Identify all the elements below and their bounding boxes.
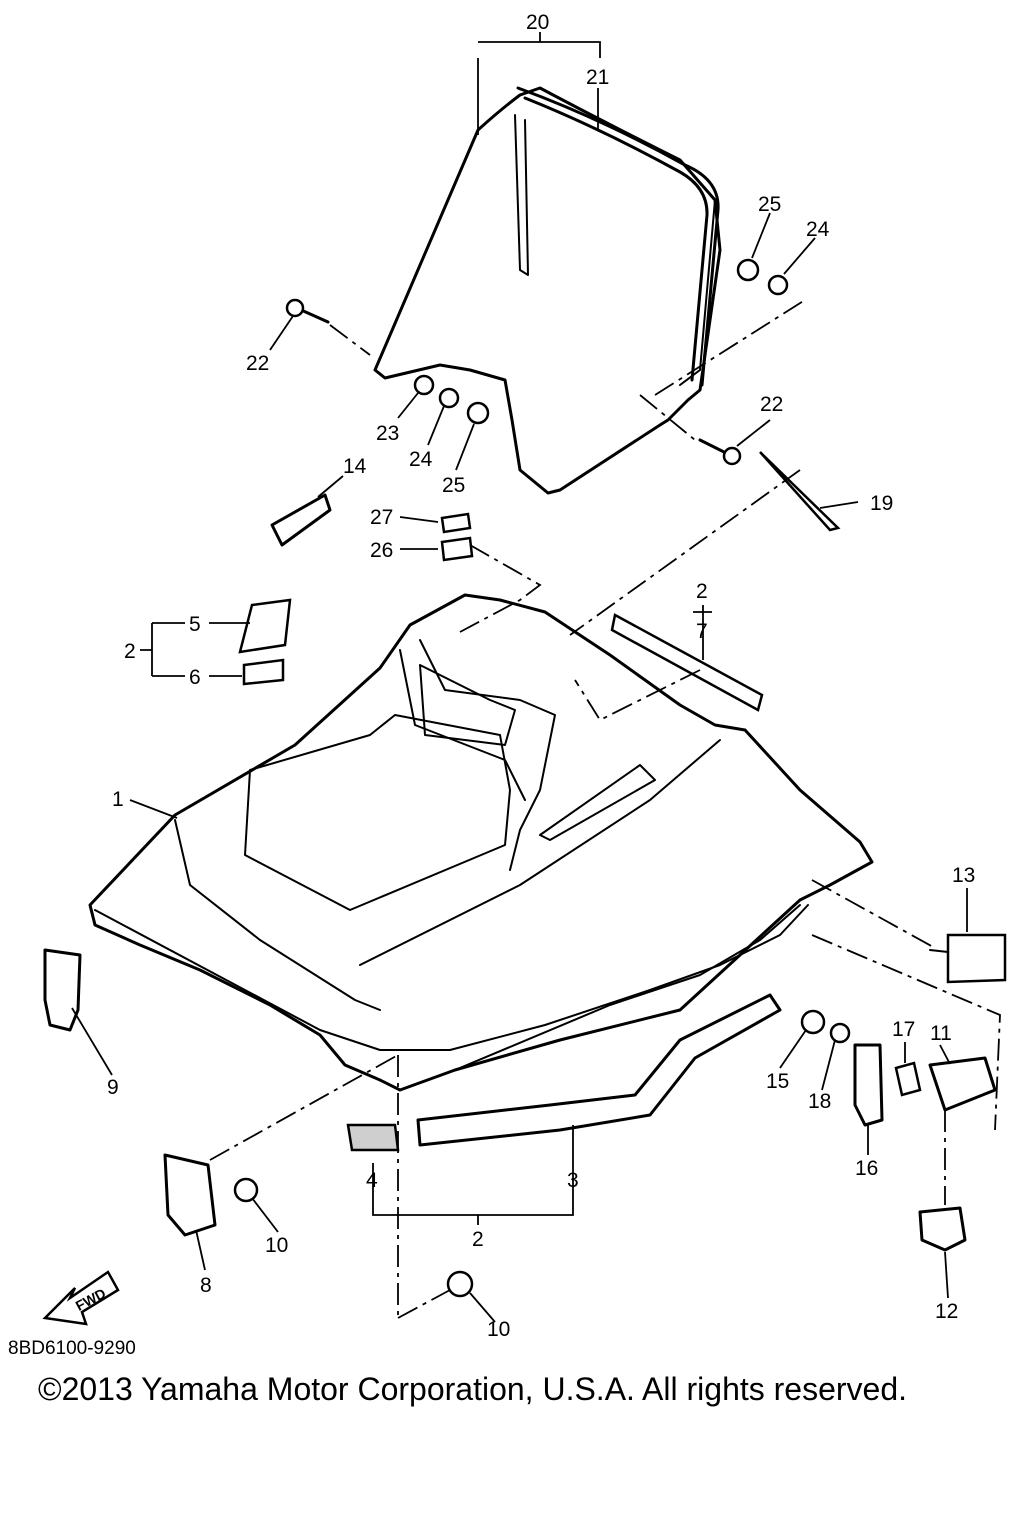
callout-26: 26 [370,539,393,562]
callout-21: 21 [586,66,609,89]
callout-16: 16 [855,1157,878,1180]
callout-14: 14 [343,455,367,478]
callout-4: 4 [366,1169,378,1192]
callout-13: 13 [952,864,975,887]
label-19 [759,451,841,532]
grommet-10b [446,1270,474,1298]
grommet-10a [233,1177,259,1203]
callout-24: 24 [806,218,830,241]
callout-18: 18 [808,1090,831,1113]
fwd-arrow-icon: FWD [42,1270,120,1326]
callout-17: 17 [892,1018,915,1041]
arm-16 [853,1043,884,1127]
foam-block-6 [242,658,285,686]
callout-6: 6 [189,666,201,689]
callout-2: 2 [472,1228,484,1251]
foam-block-4 [346,1123,400,1152]
grommet-24a [438,387,460,409]
seal-strip-7 [610,613,764,712]
callout-25: 25 [442,474,465,497]
diagram-code: 8BD6100-9290 [8,1338,136,1359]
bracket-11 [928,1056,997,1112]
callout-2: 2 [696,580,708,603]
callout-9: 9 [107,1076,119,1099]
washer-23 [413,374,435,396]
side-rail [416,993,782,1147]
collar-15 [800,1009,826,1035]
alignment-lines [209,299,1001,1319]
callout-22: 22 [760,393,783,416]
callout-15: 15 [766,1070,789,1093]
callout-19: 19 [870,492,893,515]
callout-10: 10 [487,1318,510,1341]
bracket-14 [270,493,332,547]
callout-23: 23 [376,422,399,445]
nut-25b [736,258,760,282]
callout-7: 7 [696,620,708,643]
callout-5: 5 [189,613,201,636]
grommet-24b [767,274,789,296]
bushing-17 [894,1061,922,1097]
callout-11: 11 [930,1022,952,1045]
callout-27: 27 [370,506,393,529]
washer-18 [829,1022,851,1044]
callout-8: 8 [200,1274,212,1297]
hood [88,593,874,1092]
callout-3: 3 [567,1169,579,1192]
callout-2: 2 [124,640,136,663]
callout-20: 20 [526,11,549,34]
hinge-9 [43,948,82,1032]
pad-26 [440,536,474,562]
copyright-notice: ©2013 Yamaha Motor Corporation, U.S.A. A… [38,1371,907,1407]
plate-13 [946,933,1007,984]
callout-24: 24 [409,448,433,471]
callout-22: 22 [246,352,269,375]
windshield [373,86,722,495]
knob-12 [918,1206,967,1252]
callout-1: 1 [112,788,124,811]
callout-12: 12 [935,1300,958,1323]
callouts: 20 21 25 24 22 22 23 24 25 14 27 26 19 2… [107,11,975,1341]
hinge-8 [163,1153,217,1237]
nut-25a [466,401,490,425]
foam-block-5 [238,598,292,654]
leader-lines [71,32,968,1323]
pad-27 [440,512,472,534]
callout-10: 10 [265,1234,288,1257]
windshield-trim [516,86,720,387]
callout-25: 25 [758,193,781,216]
